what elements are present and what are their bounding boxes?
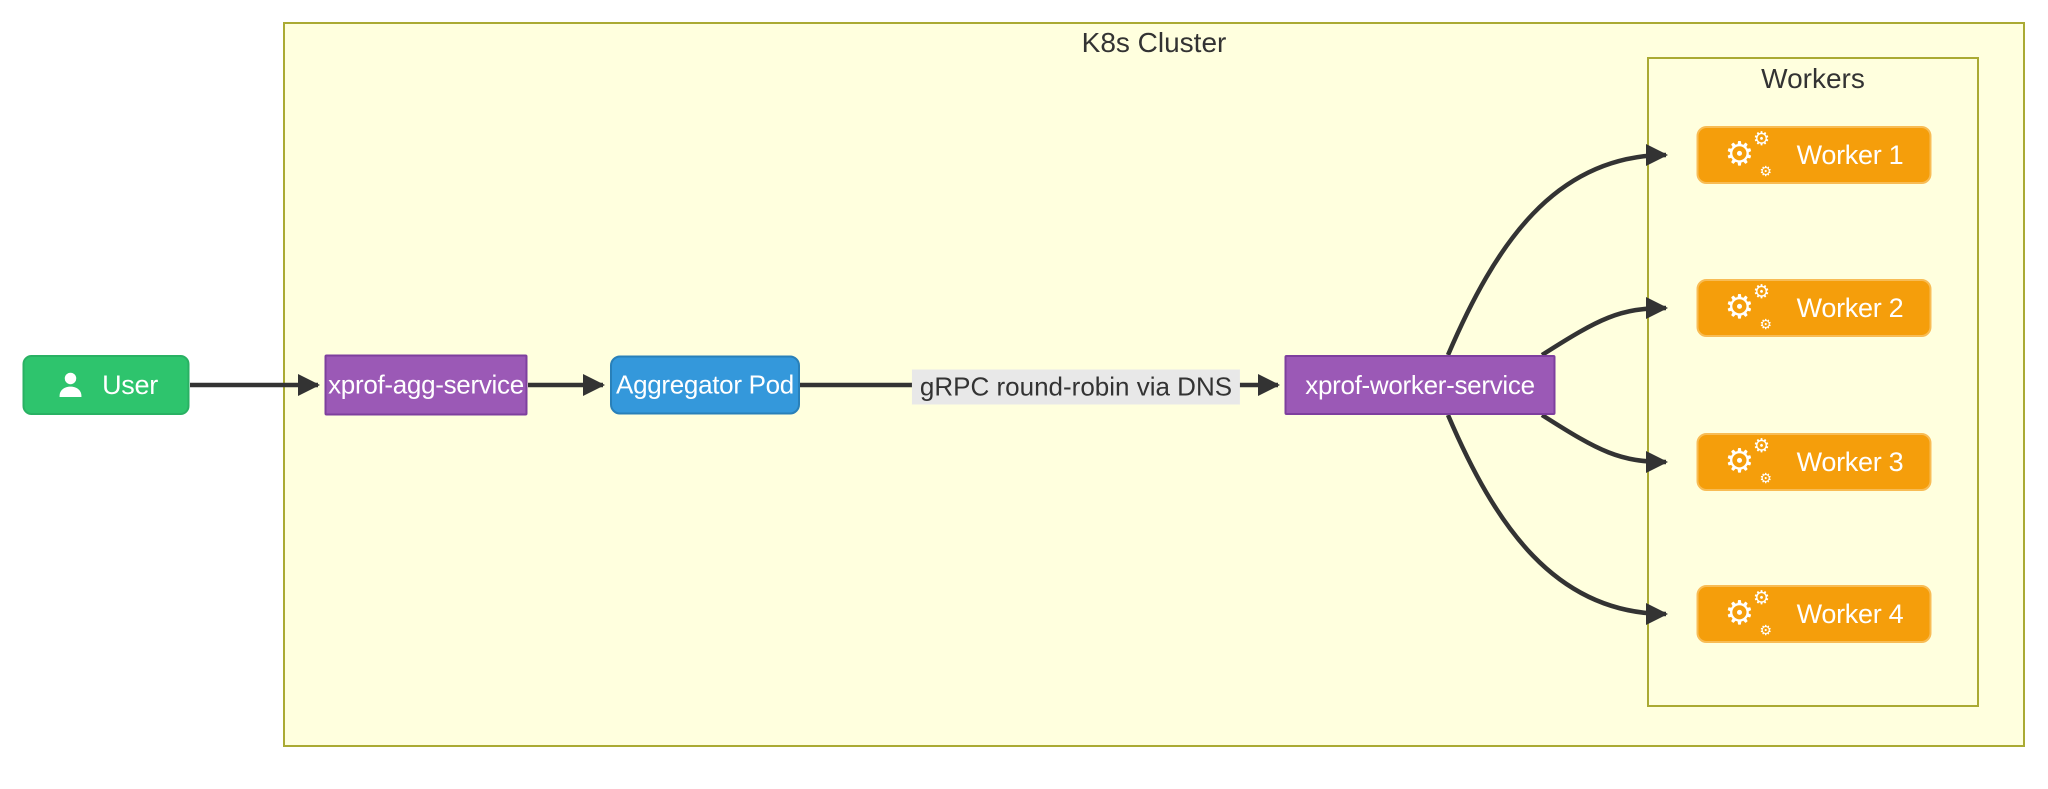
node-xprof-agg-service: xprof-agg-service [324,354,528,416]
node-user: User [22,355,190,415]
node-worker-1-label: Worker 1 [1796,139,1904,170]
node-worker-2: ⚙ ⚙ ⚙ Worker 2 [1696,279,1932,337]
node-worker-3: ⚙ ⚙ ⚙ Worker 3 [1696,433,1932,491]
gears-icon: ⚙ ⚙ ⚙ [1724,281,1772,333]
k8s-cluster-title: K8s Cluster [1081,27,1227,58]
gears-icon: ⚙ ⚙ ⚙ [1724,435,1772,487]
node-user-label: User [102,369,158,400]
user-icon [54,369,86,401]
node-worker-4: ⚙ ⚙ ⚙ Worker 4 [1696,585,1932,643]
node-agg-service-label: xprof-agg-service [328,369,524,400]
gears-icon: ⚙ ⚙ ⚙ [1724,128,1772,180]
edge-worker-service-to-worker-1 [1445,144,1668,356]
edge-worker-service-to-worker-3 [1540,413,1668,473]
workers-title: Workers [1761,63,1865,94]
node-aggregator-pod: Aggregator Pod [610,355,800,415]
node-worker-3-label: Worker 3 [1796,446,1904,477]
node-worker-4-label: Worker 4 [1796,598,1904,629]
node-worker-2-label: Worker 2 [1796,292,1904,323]
node-xprof-worker-service: xprof-worker-service [1284,355,1556,415]
edge-worker-service-to-worker-2 [1540,297,1668,357]
edge-worker-service-to-worker-4 [1445,414,1668,625]
node-worker-service-label: xprof-worker-service [1305,369,1535,400]
node-worker-1: ⚙ ⚙ ⚙ Worker 1 [1696,126,1932,184]
edge-label-grpc: gRPC round-robin via DNS [911,369,1241,405]
node-aggregator-pod-label: Aggregator Pod [616,369,794,400]
gears-icon: ⚙ ⚙ ⚙ [1724,587,1772,639]
